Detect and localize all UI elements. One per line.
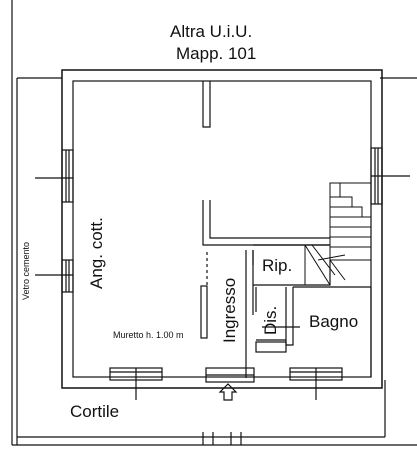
header-line1: Altra U.i.U. (170, 22, 253, 41)
header-line2: Mapp. 101 (176, 44, 257, 63)
entrance-door (205, 367, 255, 383)
dis-wall (285, 287, 294, 346)
muretto-wall (200, 285, 208, 339)
window-bottom-right (289, 367, 343, 400)
staircase (304, 182, 372, 286)
room-bagno: Bagno (309, 312, 359, 331)
window-bottom-left (109, 367, 163, 400)
entrance-arrow-icon (218, 383, 238, 401)
interior-wall-upper-inner (209, 200, 330, 239)
room-ingresso: Ingresso (220, 277, 239, 343)
room-dis: Dis. (261, 305, 280, 335)
window-left-lower (35, 259, 74, 293)
gate (202, 432, 242, 445)
room-cortile: Cortile (70, 402, 120, 421)
interior-stub-top (202, 81, 211, 128)
note-muretto: Muretto h. 1.00 m (113, 330, 184, 340)
note-vetro-cemento: Vetro cemento (21, 241, 31, 300)
window-right (370, 147, 410, 205)
dis-door-jamb (255, 341, 287, 353)
outer-wall-outside (61, 69, 383, 389)
room-rip: Rip. (262, 256, 293, 275)
room-ang-cott: Ang. cott. (87, 217, 106, 289)
window-left-upper (35, 149, 74, 203)
